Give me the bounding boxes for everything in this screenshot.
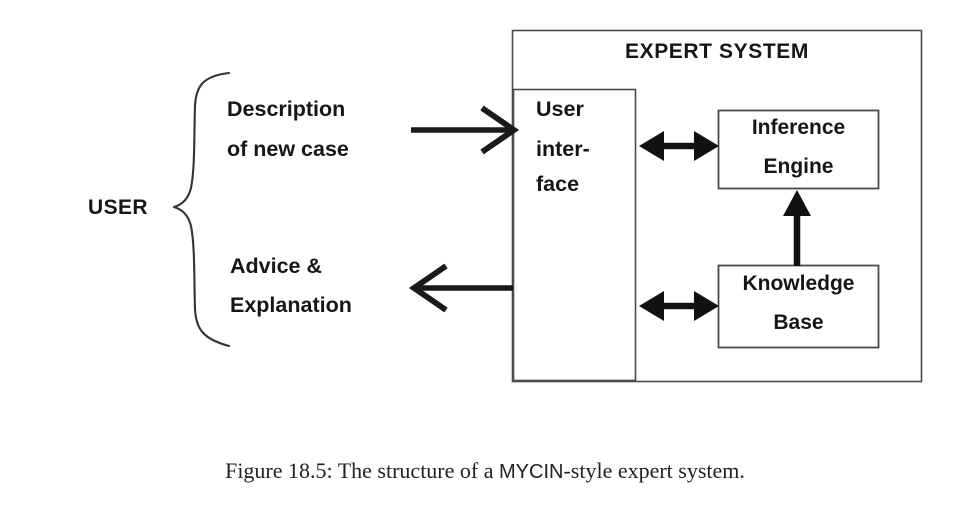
- user-interface-label-line2: inter-: [536, 137, 590, 161]
- inference-engine-box: [717, 109, 880, 190]
- arrow-user-to-interface: [411, 105, 520, 155]
- output-advice-line1: Advice &: [230, 254, 323, 278]
- arrow-interface-inference: [639, 131, 719, 161]
- caption-prefix: Figure 18.5: The structure of a: [225, 458, 499, 483]
- arrow-knowledge-to-inference: [783, 190, 811, 266]
- figure-caption: Figure 18.5: The structure of a MYCIN-st…: [0, 458, 970, 484]
- expert-system-title: EXPERT SYSTEM: [624, 40, 809, 63]
- user-label: USER: [88, 196, 148, 219]
- user-interface-label-line3: face: [536, 172, 580, 196]
- input-description-line2: of new case: [227, 137, 349, 161]
- knowledge-base-label-line1: Knowledge: [742, 272, 855, 295]
- output-advice-line2: Explanation: [230, 293, 352, 317]
- arrow-interface-to-user: [408, 263, 513, 313]
- inference-engine-label-line1: Inference: [751, 116, 846, 139]
- inference-engine-label-line2: Engine: [763, 155, 834, 178]
- caption-suffix: -style expert system.: [563, 458, 745, 483]
- user-brace: [172, 71, 231, 348]
- input-description-line1: Description: [227, 97, 346, 121]
- knowledge-base-label-line2: Base: [773, 311, 824, 334]
- caption-highlight: MYCIN: [499, 461, 564, 483]
- user-interface-box: [512, 88, 637, 382]
- arrow-interface-knowledge: [639, 291, 719, 321]
- user-interface-label-line1: User: [536, 97, 584, 121]
